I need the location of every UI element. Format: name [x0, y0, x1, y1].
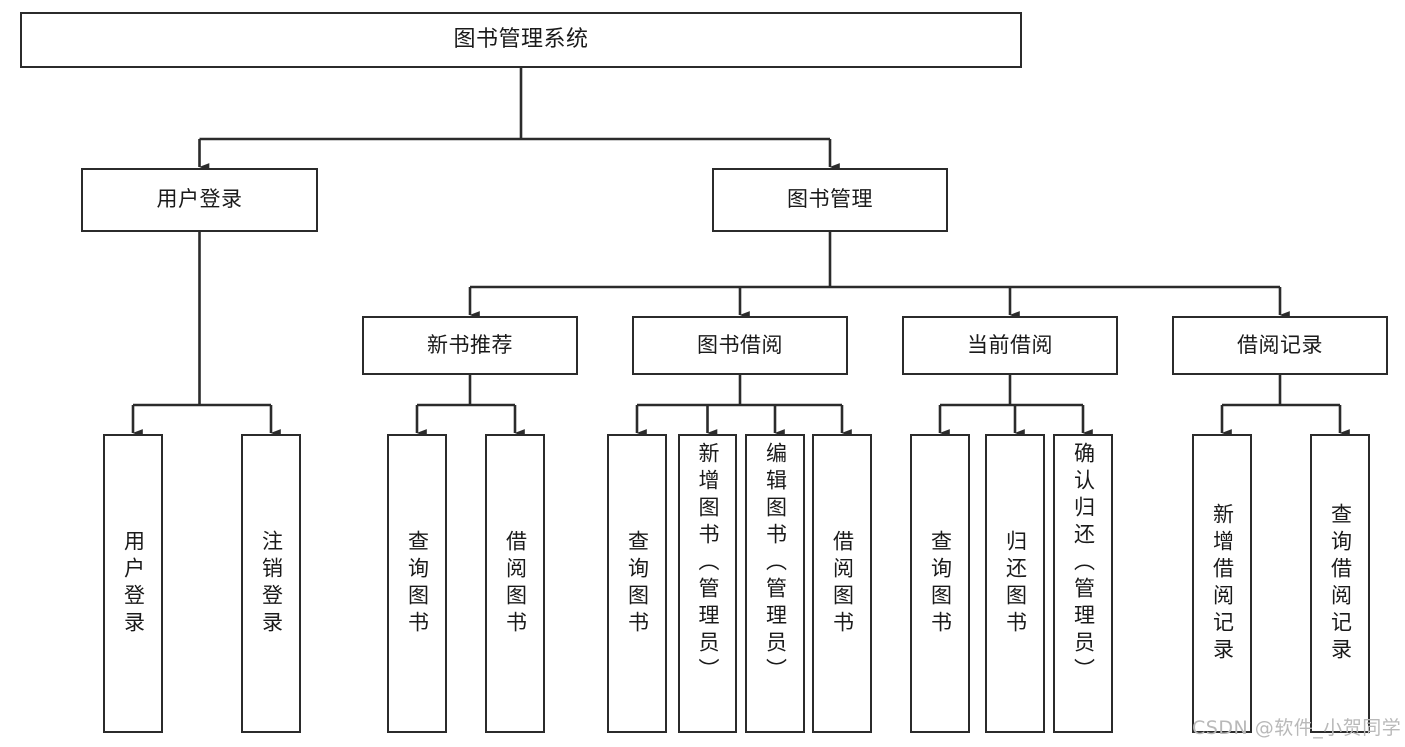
node-label: 用户登录 [156, 187, 243, 212]
node-user-login[interactable]: 用户登录 [81, 168, 318, 232]
node-leaf-query-book-3[interactable]: 查询图书 [910, 434, 970, 733]
node-leaf-add-book[interactable]: 新增图书（管理员） [678, 434, 737, 733]
node-label: 新书推荐 [427, 332, 513, 357]
node-leaf-logout[interactable]: 注销登录 [241, 434, 301, 733]
node-leaf-query-book-2[interactable]: 查询图书 [607, 434, 667, 733]
node-leaf-return-book[interactable]: 归还图书 [985, 434, 1045, 733]
node-label: 新增图书（管理员） [696, 442, 720, 685]
node-label: 借阅记录 [1237, 332, 1323, 357]
node-leaf-borrow-book-2[interactable]: 借阅图书 [812, 434, 872, 733]
node-leaf-borrow-book-1[interactable]: 借阅图书 [485, 434, 545, 733]
node-label: 借阅图书 [503, 529, 528, 638]
node-label: 查询借阅记录 [1328, 502, 1353, 665]
node-label: 编辑图书（管理员） [763, 442, 788, 685]
node-leaf-confirm-return[interactable]: 确认归还（管理员） [1053, 434, 1113, 733]
node-label: 用户登录 [121, 529, 146, 638]
node-label: 确认归还（管理员） [1071, 442, 1096, 685]
node-leaf-edit-book[interactable]: 编辑图书（管理员） [745, 434, 805, 733]
node-book-manage[interactable]: 图书管理 [712, 168, 948, 232]
node-label: 查询图书 [928, 529, 953, 638]
node-label: 借阅图书 [830, 529, 855, 638]
node-book-borrow[interactable]: 图书借阅 [632, 316, 848, 375]
node-label: 图书管理系统 [453, 27, 589, 53]
node-label: 图书借阅 [697, 332, 783, 357]
node-leaf-query-record[interactable]: 查询借阅记录 [1310, 434, 1370, 733]
node-label: 注销登录 [259, 529, 284, 638]
node-new-book-rec[interactable]: 新书推荐 [362, 316, 578, 375]
node-label: 当前借阅 [967, 332, 1053, 357]
node-leaf-query-book-1[interactable]: 查询图书 [387, 434, 447, 733]
node-label: 新增借阅记录 [1210, 502, 1235, 665]
node-label: 查询图书 [405, 529, 430, 638]
node-leaf-add-record[interactable]: 新增借阅记录 [1192, 434, 1252, 733]
node-root[interactable]: 图书管理系统 [20, 12, 1022, 68]
node-label: 图书管理 [787, 187, 873, 212]
node-leaf-user-login[interactable]: 用户登录 [103, 434, 163, 733]
node-borrow-record[interactable]: 借阅记录 [1172, 316, 1388, 375]
node-label: 查询图书 [625, 529, 650, 638]
node-current-borrow[interactable]: 当前借阅 [902, 316, 1118, 375]
node-label: 归还图书 [1003, 529, 1028, 638]
